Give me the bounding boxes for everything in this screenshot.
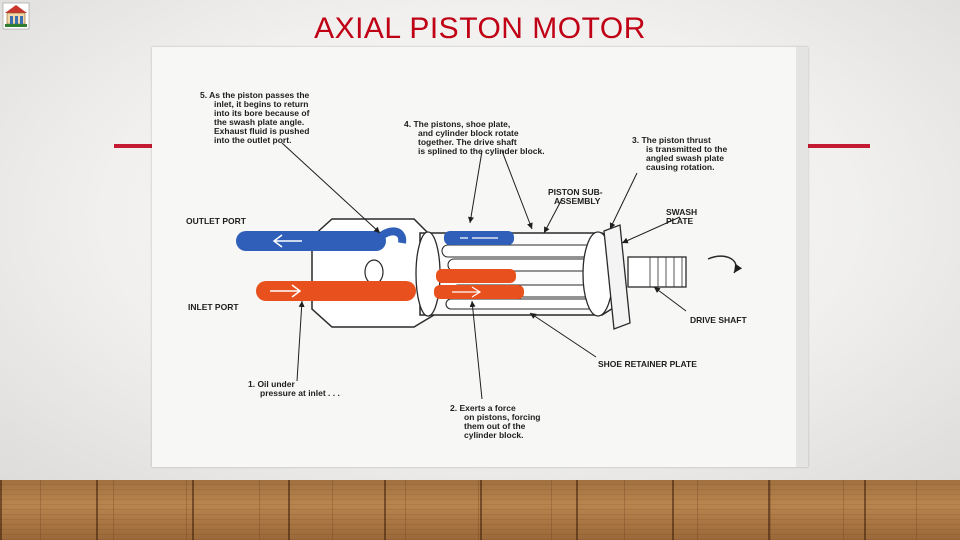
callout-5-line: into the outlet port.: [214, 135, 291, 145]
shaft-bore: [364, 259, 384, 285]
callout-4: 4. The pistons, shoe plate, and cylinder…: [404, 119, 545, 156]
outlet-port-label: OUTLET PORT: [186, 216, 247, 226]
callout-4-line: is splined to the cylinder block.: [418, 146, 545, 156]
callout-3-line: causing rotation.: [646, 162, 714, 172]
institution-logo-icon: [2, 2, 30, 30]
callout-5-line: inlet, it begins to return: [214, 99, 308, 109]
callout-2-line: 2. Exerts a force: [450, 403, 516, 413]
callout-1-line: pressure at inlet . . .: [260, 388, 340, 398]
callout-5: 5. As the piston passes the inlet, it be…: [200, 90, 312, 145]
accent-line-left: [114, 144, 154, 148]
callout-1-line: 1. Oil under: [248, 379, 295, 389]
callout-2-line: cylinder block.: [464, 430, 524, 440]
drive-shaft: [627, 256, 687, 288]
callout-2-line: them out of the: [464, 421, 526, 431]
drive-shaft-label: DRIVE SHAFT: [690, 315, 747, 325]
scan-edge: [796, 47, 808, 467]
callout-3: 3. The piston thrust is transmitted to t…: [632, 135, 730, 172]
inlet-flow: [256, 269, 524, 301]
callout-4-line: and cylinder block rotate: [418, 128, 519, 138]
callout-5-line: Exhaust fluid is pushed: [214, 126, 309, 136]
callout-3-line: angled swash plate: [646, 153, 724, 163]
callout-4-line: together. The drive shaft: [418, 137, 517, 147]
callout-5-line: 5. As the piston passes the: [200, 90, 310, 100]
callout-4-line: 4. The pistons, shoe plate,: [404, 119, 510, 129]
swash-plate-line: SWASH: [666, 207, 697, 217]
callout-3-line: 3. The piston thrust: [632, 135, 711, 145]
accent-line-right: [806, 144, 870, 148]
wood-floor-decoration: [0, 480, 960, 540]
axial-piston-motor-diagram: 5. As the piston passes the inlet, it be…: [152, 47, 808, 467]
shaft-splines: [649, 257, 683, 287]
callout-5-line: the swash plate angle.: [214, 117, 304, 127]
inlet-port-label: INLET PORT: [188, 302, 239, 312]
swash-plate-line: PLATE: [666, 216, 694, 226]
slide-title: AXIAL PISTON MOTOR: [314, 12, 646, 45]
piston-sub-assembly-line: ASSEMBLY: [554, 196, 601, 206]
outlet-flow: [236, 227, 514, 251]
piston-sub-assembly-label: PISTON SUB- ASSEMBLY: [548, 187, 605, 206]
rotation-arrow-icon: [707, 255, 743, 274]
leader-lines: [281, 142, 687, 400]
diagram-canvas: 5. As the piston passes the inlet, it be…: [186, 47, 808, 467]
callout-2: 2. Exerts a force on pistons, forcing th…: [450, 403, 543, 440]
piston-sub-assembly-line: PISTON SUB-: [548, 187, 603, 197]
callout-2-line: on pistons, forcing: [464, 412, 541, 422]
callout-3-line: is transmitted to the: [646, 144, 728, 154]
shoe-retainer-plate-label: SHOE RETAINER PLATE: [598, 359, 697, 369]
swash-plate-label: SWASH PLATE: [666, 207, 700, 226]
callout-5-line: into its bore because of: [214, 108, 310, 118]
callout-1: 1. Oil under pressure at inlet . . .: [248, 379, 340, 398]
